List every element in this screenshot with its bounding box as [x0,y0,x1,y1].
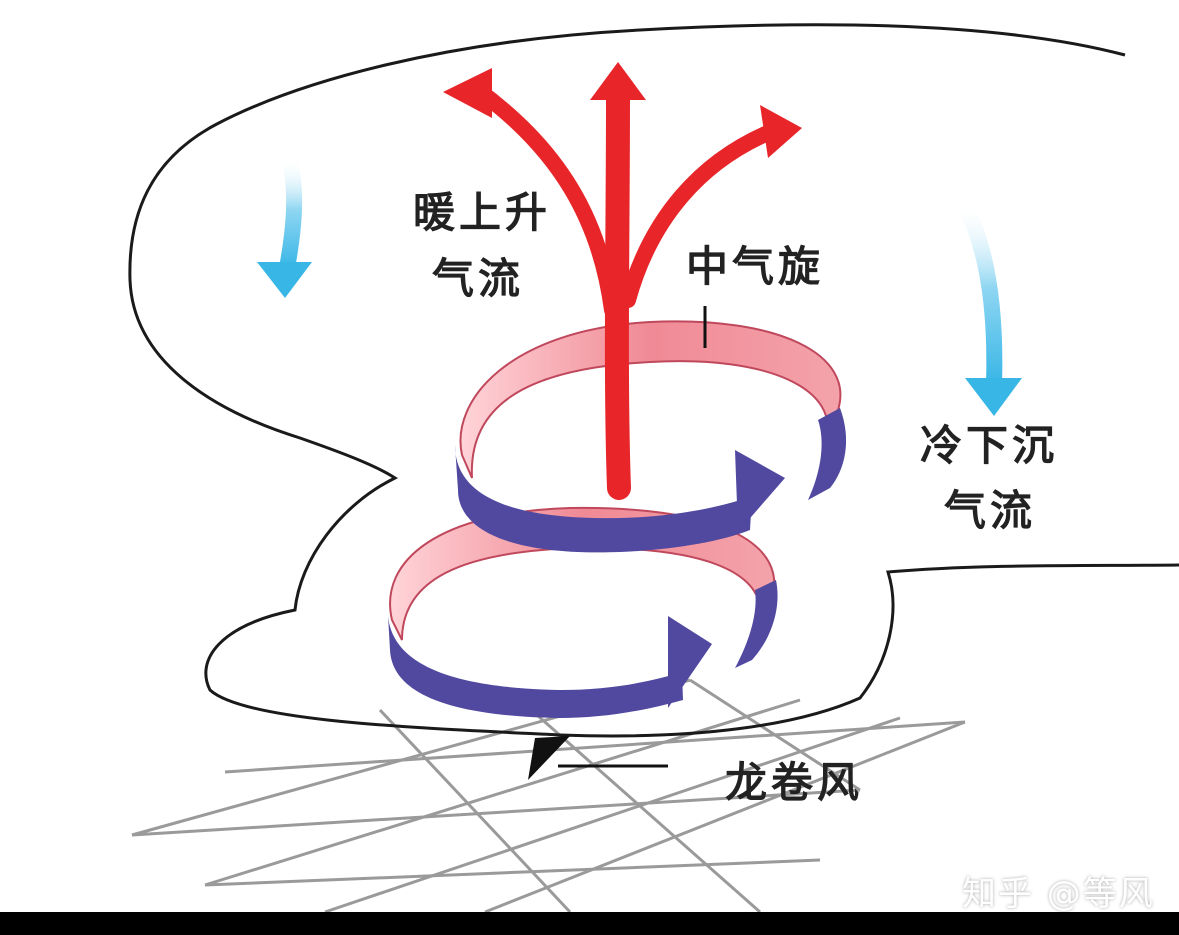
updraft-arrows [470,82,783,500]
cold-downdraft-label-line1: 冷下沉 [920,421,1059,470]
cloud-outline [128,23,1179,738]
updraft-arrowhead-right [760,105,802,158]
upper-ring-band [455,445,752,553]
downdraft-arrow-right [958,200,1022,416]
downdraft-arrow-left [257,154,312,298]
upper-ring-arrowhead [735,450,785,532]
lower-ring-tail [735,580,778,668]
upper-ring-inner [459,320,842,479]
warm-updraft-label-line2: 气流 [432,254,525,303]
lower-ring-arrowhead [668,616,712,708]
ground-grid [131,678,966,914]
tornado-label: 龙卷风 [725,758,864,807]
upper-ring-tail [808,408,847,500]
cold-downdraft-label-line2: 气流 [944,486,1037,535]
lower-ring-band [388,615,683,718]
updraft-arrowhead-left [443,68,492,118]
warm-updraft-label-line1: 暖上升 [413,188,552,237]
updraft-arrowhead-up [590,62,646,100]
bottom-bar [0,912,1179,935]
tornado-funnel [528,736,570,780]
mesocyclone-label: 中气旋 [686,242,825,291]
watermark: 知乎 @等风 [962,874,1155,914]
